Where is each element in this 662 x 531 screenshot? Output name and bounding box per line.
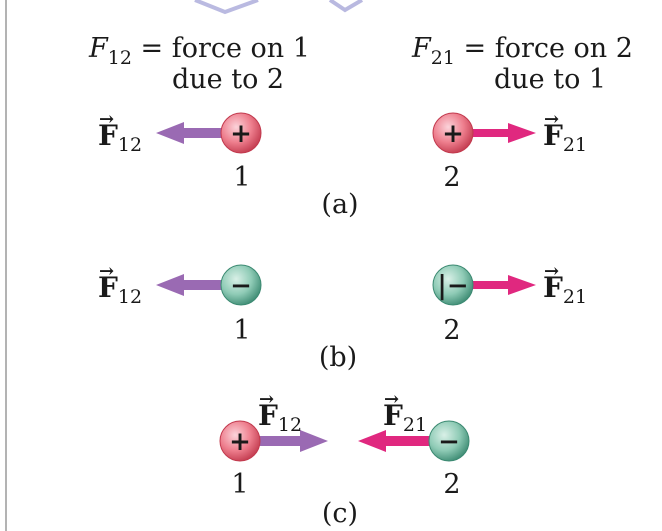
negative-charge-2 [432, 264, 474, 306]
force-label-f12: F12 [258, 399, 302, 436]
panel-b: F12 → F21 → − |− 1 2 (b) [98, 261, 587, 373]
vector-arrow-icon: → [99, 261, 114, 282]
charge-number-1: 1 [231, 469, 248, 500]
positive-charge-1 [219, 420, 261, 462]
force-arrow-on-1 [256, 430, 328, 452]
vector-arrow-icon: → [99, 109, 114, 130]
header-left: F12 = force on 1 due to 2 [88, 33, 310, 95]
positive-charge-2 [432, 112, 474, 154]
force-arrow-on-2 [358, 430, 430, 452]
charge-sign: + [442, 119, 464, 149]
charge-sign: + [230, 119, 252, 149]
charge-number-2: 2 [443, 469, 460, 500]
force-arrow-on-1 [156, 122, 226, 144]
panel-caption: (c) [322, 498, 358, 529]
charge-number-2: 2 [443, 162, 460, 193]
force-label-f21: F21 [543, 271, 587, 308]
charge-number-1: 1 [233, 162, 250, 193]
force-label-f21: F21 [543, 119, 587, 156]
panel-caption: (b) [319, 342, 357, 373]
watermark-logo [194, 0, 364, 15]
positive-charge-1 [220, 112, 262, 154]
force-arrow-on-1 [156, 274, 226, 296]
charge-sign: − [438, 427, 460, 457]
negative-charge-1 [220, 264, 262, 306]
charge-number-2: 2 [443, 315, 460, 346]
header-right-line2: due to 1 [494, 64, 606, 95]
panel-caption: (a) [321, 189, 358, 220]
force-arrow-on-2 [470, 275, 536, 295]
charge-sign: − [230, 271, 252, 301]
charge-sign: |− [437, 271, 468, 301]
charge-number-1: 1 [233, 315, 250, 346]
vector-arrow-icon: → [544, 261, 559, 282]
header-right: F21 = force on 2 due to 1 [411, 33, 633, 95]
force-label-f12: F12 [98, 271, 142, 308]
vector-arrow-icon: → [384, 389, 399, 410]
panel-a: F12 → F21 → + + 1 2 (a) [98, 109, 587, 220]
header-right-line1: F21 = force on 2 [411, 33, 633, 69]
force-label-f21: F21 [383, 399, 427, 436]
vector-arrow-icon: → [544, 109, 559, 130]
panel-c: F12 → F21 → + − 1 2 (c) [219, 389, 470, 529]
header-left-line2: due to 2 [172, 64, 284, 95]
vector-arrow-icon: → [259, 389, 274, 410]
force-label-f12: F12 [98, 119, 142, 156]
force-arrow-on-2 [470, 123, 536, 143]
charge-sign: + [229, 427, 251, 457]
negative-charge-2 [428, 420, 470, 462]
header-left-line1: F12 = force on 1 [88, 33, 310, 69]
